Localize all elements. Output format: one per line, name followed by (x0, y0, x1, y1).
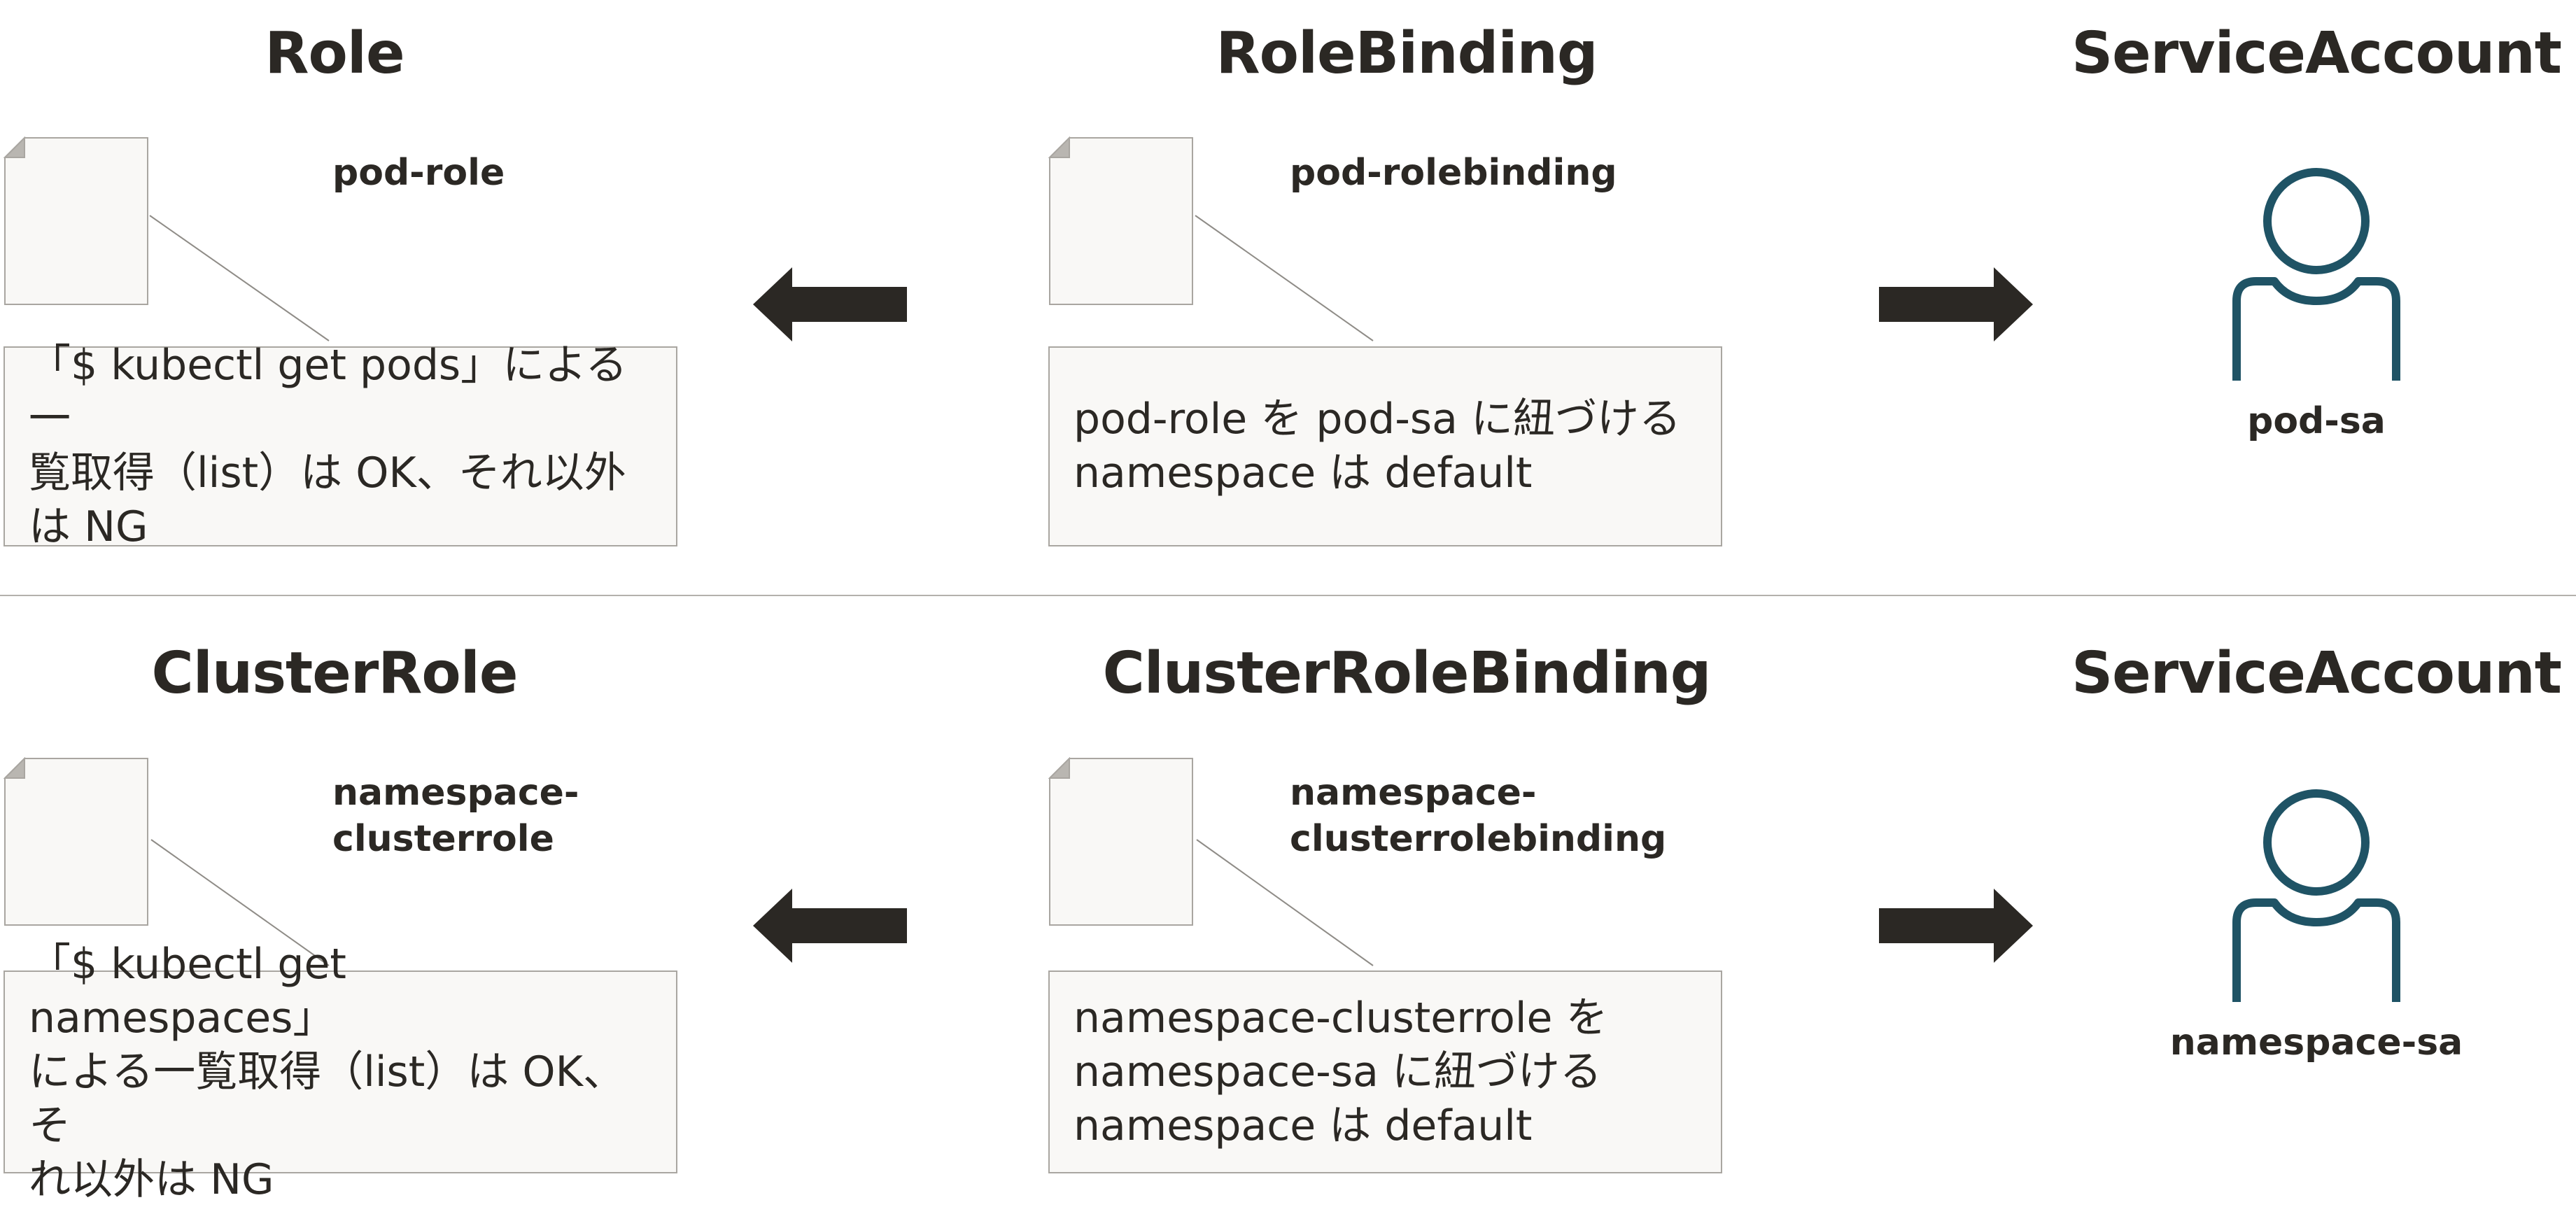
role-description-box: 「$ kubectl get pods」による一 覧取得（list）は OK、そ… (3, 341, 677, 551)
rolebinding-description-box: pod-role を pod-sa に紐づける namespace は defa… (1048, 346, 1722, 546)
serviceaccount-heading-bottom: ServiceAccount (2071, 640, 2562, 707)
clusterrolebinding-description-box: namespace-clusterrole を namespace-sa に紐づ… (1048, 970, 1722, 1173)
clusterrolebinding-name-label: namespace- clusterrolebinding (1290, 772, 1667, 860)
serviceaccount-heading: ServiceAccount (2071, 20, 2562, 87)
arrow-right-icon (1879, 267, 2033, 341)
serviceaccount-name-label-bottom: namespace-sa (2169, 1022, 2463, 1064)
role-heading: Role (265, 20, 404, 87)
rbac-diagram: Role RoleBinding ServiceAccount pod-role… (0, 20, 2576, 1204)
role-description: 「$ kubectl get pods」による一 覧取得（list）は OK、そ… (29, 341, 628, 551)
arrow-left-icon-bottom (753, 889, 907, 963)
role-document-icon (3, 136, 148, 305)
rolebinding-description: pod-role を pod-sa に紐づける namespace は defa… (1074, 395, 1681, 497)
clusterrolebinding-document-icon (1048, 757, 1193, 926)
rolebinding-heading: RoleBinding (1216, 20, 1598, 87)
clusterrole-document-icon (3, 757, 148, 926)
role-name-label: pod-role (332, 152, 505, 194)
top-role-connector (149, 215, 330, 341)
person-icon (2232, 168, 2400, 381)
rolebinding-document-icon (1048, 136, 1193, 305)
clusterrole-name-label: namespace- clusterrole (332, 772, 579, 860)
clusterrole-description: 「$ kubectl get namespaces」 による一覧取得（list）… (29, 939, 625, 1204)
section-divider (0, 595, 2576, 596)
clusterrolebinding-heading: ClusterRoleBinding (1102, 640, 1712, 707)
rolebinding-name-label: pod-rolebinding (1290, 152, 1617, 194)
clusterrole-heading: ClusterRole (151, 640, 519, 707)
serviceaccount-name-label: pod-sa (2247, 400, 2386, 442)
arrow-left-icon (753, 267, 907, 341)
arrow-right-icon-bottom (1879, 889, 2033, 963)
top-binding-connector (1195, 215, 1374, 341)
clusterrolebinding-description: namespace-clusterrole を namespace-sa に紐づ… (1074, 993, 1608, 1150)
clusterrole-description-box: 「$ kubectl get namespaces」 による一覧取得（list）… (3, 940, 677, 1204)
person-icon-bottom (2232, 789, 2400, 1002)
